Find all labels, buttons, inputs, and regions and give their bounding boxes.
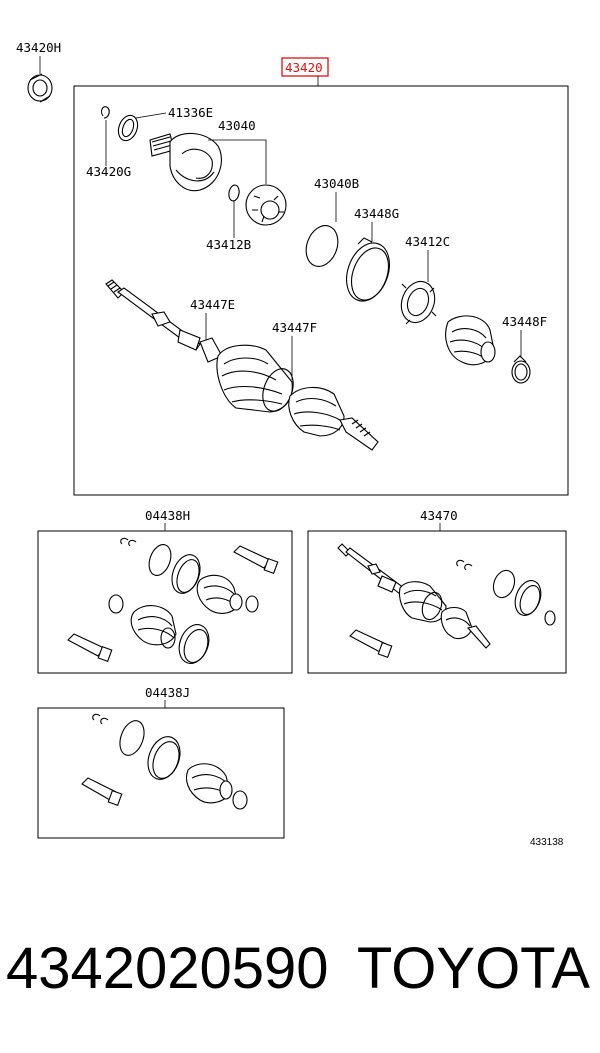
kit-04438h-contents[interactable] — [67, 537, 279, 667]
highlight-box — [281, 57, 329, 77]
inboard-boot[interactable] — [445, 315, 496, 366]
part-43040[interactable] — [149, 132, 222, 192]
callout-43470[interactable]: 43470 — [420, 508, 458, 523]
callout-43412c[interactable]: 43412C — [405, 234, 450, 249]
kit-frame-43470 — [307, 530, 567, 674]
callout-43420g[interactable]: 43420G — [86, 164, 131, 179]
part-41336e[interactable] — [115, 113, 141, 144]
callout-43448f[interactable]: 43448F — [502, 314, 547, 329]
kit-43470-contents[interactable] — [337, 543, 556, 659]
inner-race[interactable] — [245, 184, 287, 226]
callout-43447f[interactable]: 43447F — [272, 320, 317, 335]
part-number: 4342020590 — [6, 936, 329, 1001]
footer: 4342020590 TOYOTA — [0, 935, 600, 1015]
callout-43412b[interactable]: 43412B — [206, 237, 251, 252]
part-43448f[interactable] — [511, 355, 531, 384]
part-43412b[interactable] — [228, 184, 241, 202]
part-43420h[interactable] — [27, 73, 53, 103]
drive-shaft[interactable] — [105, 279, 223, 363]
brand-name: TOYOTA — [356, 936, 590, 1001]
outboard-boot[interactable] — [216, 344, 293, 413]
callout-43420[interactable]: 43420 — [285, 60, 323, 75]
diagram-code: 433138 — [530, 837, 564, 848]
callout-43040b[interactable]: 43040B — [314, 176, 359, 191]
kit-frame-04438j — [37, 707, 285, 839]
part-43412c[interactable] — [396, 277, 440, 327]
part-43420g[interactable] — [100, 106, 110, 119]
part-43448g[interactable] — [339, 237, 397, 307]
callout-43447e[interactable]: 43447E — [190, 297, 235, 312]
kit-04438j-contents[interactable] — [81, 713, 248, 810]
callout-04438h[interactable]: 04438H — [145, 508, 190, 523]
callout-43420h[interactable]: 43420H — [16, 40, 61, 55]
part-43040b[interactable] — [301, 221, 344, 271]
callout-41336e[interactable]: 41336E — [168, 105, 213, 120]
callout-43040[interactable]: 43040 — [218, 118, 256, 133]
assembly-frame-43420 — [73, 85, 569, 496]
callout-43448g[interactable]: 43448G — [354, 206, 399, 221]
callout-04438j[interactable]: 04438J — [145, 685, 190, 700]
outboard-joint[interactable] — [288, 386, 379, 451]
